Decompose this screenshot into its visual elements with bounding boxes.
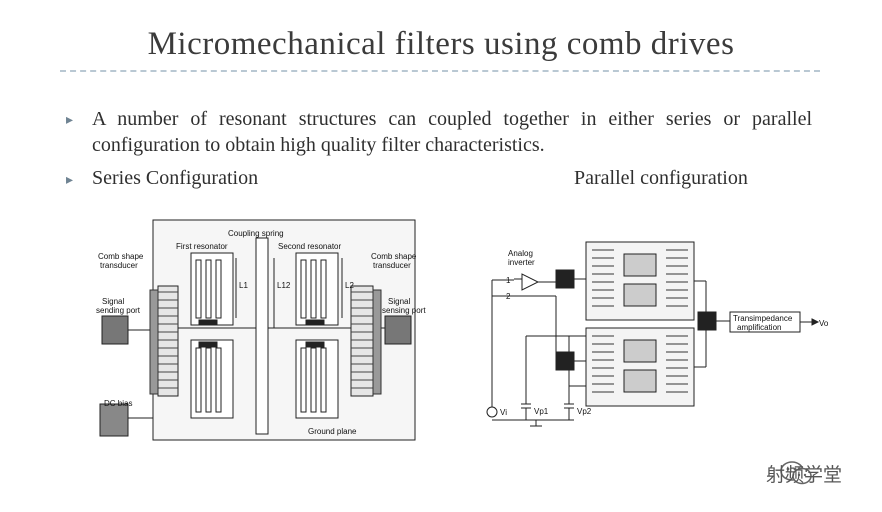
analog-inverter-label-2: inverter — [508, 258, 535, 267]
comb-left-label-2: transducer — [100, 261, 138, 270]
vo-label: Vo — [819, 319, 829, 328]
dc-bias-label: DC bias — [104, 399, 132, 408]
parallel-configuration-label: Parallel configuration — [574, 167, 748, 189]
wechat-icon — [780, 461, 812, 485]
pin-1-label: 1 — [506, 276, 511, 285]
watermark-text: 射频学堂 — [766, 464, 843, 486]
signal-left-label-1: Signal — [102, 297, 124, 306]
l1-label: L1 — [239, 281, 248, 290]
pin-2-label: 2 — [506, 292, 511, 301]
signal-right-label-2: sensing port — [382, 306, 426, 315]
bullet-arrow-icon: ▸ — [66, 172, 74, 188]
transimpedance-label-1: Transimpedance — [733, 314, 793, 323]
slide-title: Micromechanical filters using comb drive… — [147, 26, 735, 62]
ground-plane-label: Ground plane — [308, 427, 357, 436]
bullet-resonant-structures: A number of resonant structures can coup… — [92, 108, 812, 156]
parallel-filter-diagram: Analog inverter 1 2 Transimpedance ampli… — [486, 241, 829, 427]
comb-left-label-1: Comb shape — [98, 252, 144, 261]
bullet-series-configuration: Series Configuration — [92, 167, 259, 189]
vi-label: Vi — [500, 408, 507, 417]
analog-inverter-label-1: Analog — [508, 249, 533, 258]
l12-label: L12 — [277, 281, 291, 290]
second-resonator-label: Second resonator — [278, 242, 341, 251]
first-resonator-label: First resonator — [176, 242, 228, 251]
transimpedance-label-2: amplification — [737, 323, 781, 332]
signal-right-label-1: Signal — [388, 297, 410, 306]
signal-left-label-2: sending port — [96, 306, 141, 315]
title-divider — [60, 70, 820, 72]
vp1-label: Vp1 — [534, 407, 549, 416]
comb-right-label-1: Comb shape — [371, 252, 417, 261]
l2-label: L2 — [345, 281, 354, 290]
vp2-label: Vp2 — [577, 407, 592, 416]
bullet-arrow-icon: ▸ — [66, 112, 74, 128]
comb-right-label-2: transducer — [373, 261, 411, 270]
series-filter-diagram: Coupling spring First resonator Second r… — [96, 219, 426, 441]
coupling-spring-label: Coupling spring — [228, 229, 284, 238]
